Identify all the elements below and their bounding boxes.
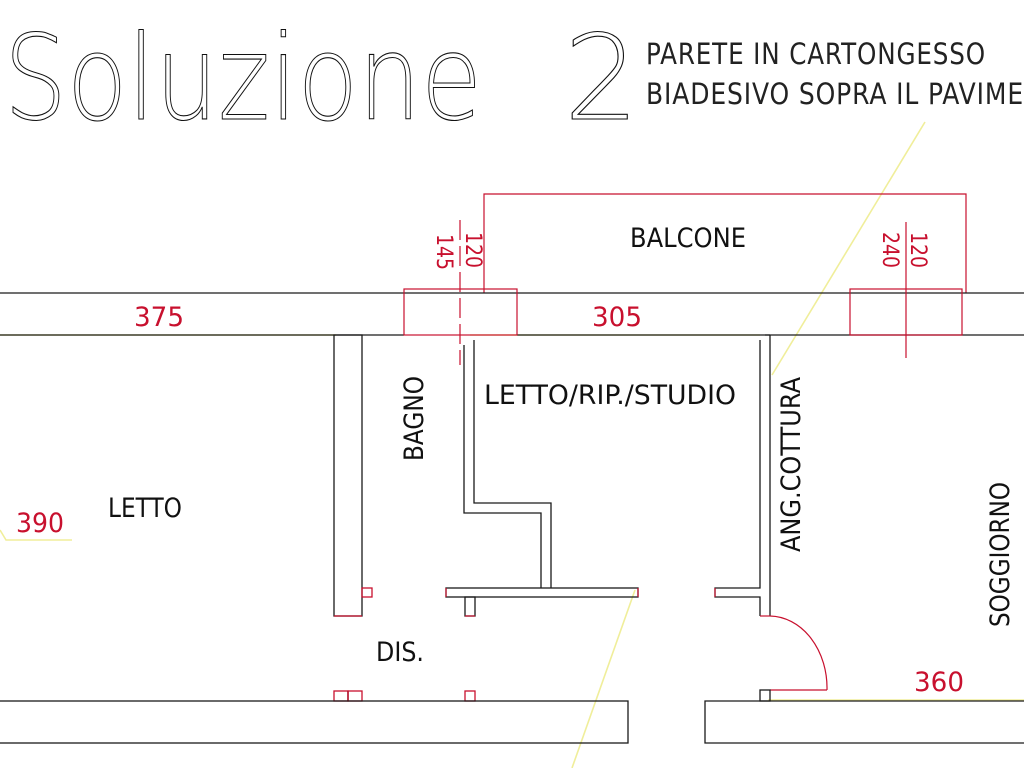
wall-dis-horizontal [445,587,639,617]
room-label-bagno: BAGNO [399,376,430,461]
room-label-soggiorno: SOGGIORNO [985,482,1016,627]
balcony [483,193,967,293]
dimension-window-right-120: 120 [905,232,930,268]
drawing-title: Soluzione [4,9,482,147]
wall-bagno-studio [463,340,552,588]
window-left [403,220,518,365]
room-label-letto-rip-studio: LETTO/RIP./STUDIO [484,380,736,411]
note-line-1: PARETE IN CARTONGESSO [646,37,986,71]
dimension-letto-depth: 390 [16,508,64,539]
exterior-wall-bottom [0,700,1024,744]
dimension-studio-width: 305 [592,302,642,333]
room-label-letto: LETTO [108,493,182,524]
dimension-window-right-240: 240 [877,232,902,268]
door-jambs [333,690,476,702]
window-right [849,222,963,358]
dimension-soggiorno-width: 360 [914,667,964,698]
wall-letto-bagno [333,334,373,617]
drawing-title-number: 2 [564,9,639,147]
dimension-letto-width: 375 [134,302,184,333]
dimension-window-left-120: 120 [460,232,485,268]
door-swing [759,615,828,702]
leader-lines [0,121,1024,768]
wall-studio-cottura [714,335,771,616]
note-line-2: BIADESIVO SOPRA IL PAVIME [646,77,1024,111]
room-label-dis: DIS. [376,637,424,668]
room-label-balcone: BALCONE [630,223,746,254]
room-label-ang-cottura: ANG.COTTURA [776,377,807,552]
dimension-window-left-145: 145 [431,234,456,270]
